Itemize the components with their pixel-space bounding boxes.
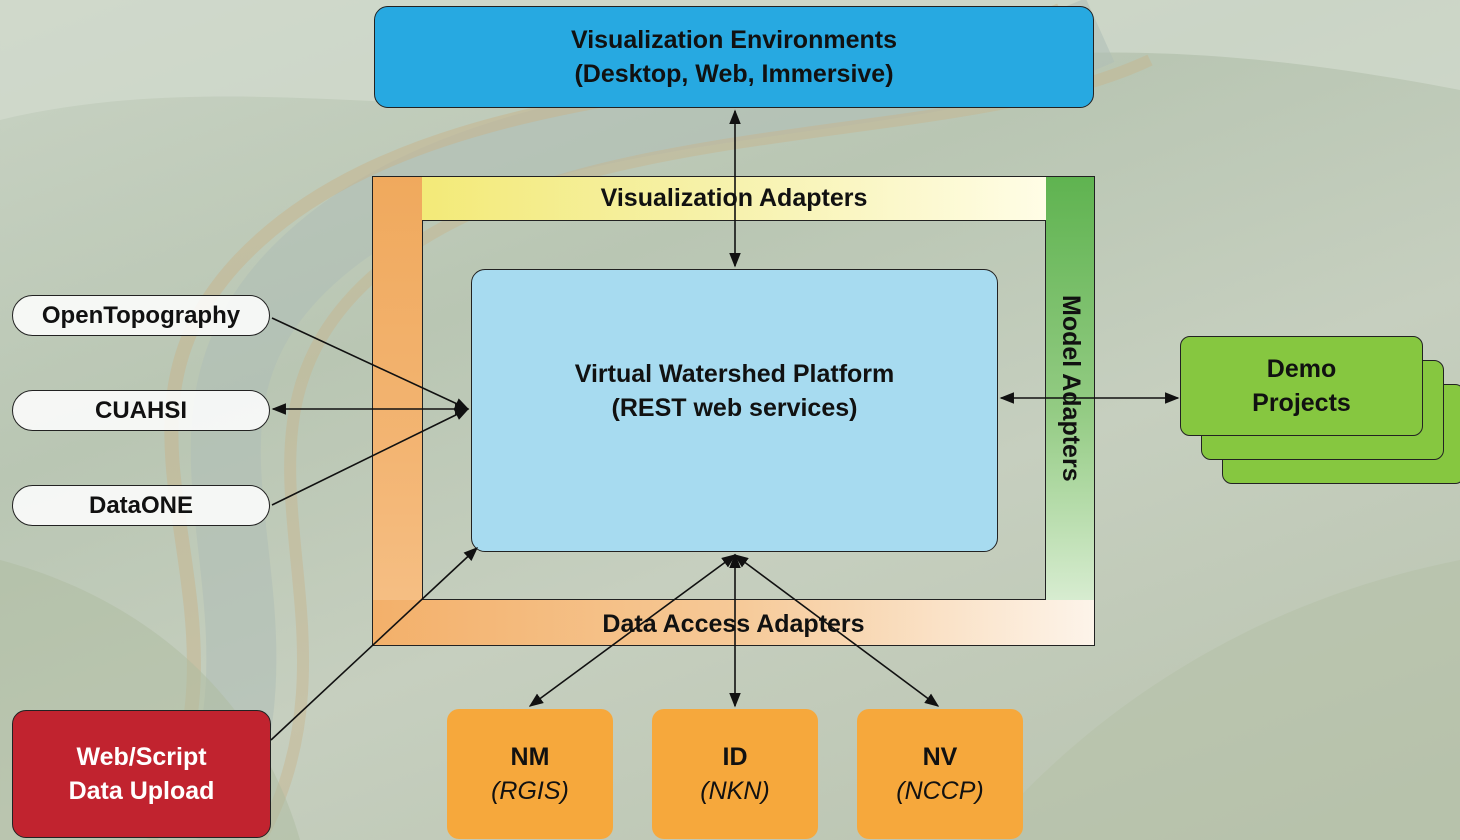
- state-system: (NKN): [700, 777, 770, 805]
- state-node-nm: NM (RGIS): [447, 709, 613, 839]
- platform-title: Virtual Watershed Platform: [574, 359, 895, 388]
- viz-env-title: Visualization Environments: [570, 26, 897, 54]
- visualization-environments-box: Visualization Environments (Desktop, Web…: [374, 6, 1094, 108]
- demo-line2: Projects: [1252, 389, 1351, 417]
- demo-line1: Demo: [1266, 355, 1337, 383]
- demo-projects-box: Demo Projects: [1180, 336, 1423, 436]
- source-dataone: DataONE: [12, 485, 270, 526]
- arrow-opentopography-platform: [271, 317, 470, 410]
- upload-line1: Web/Script: [76, 743, 207, 771]
- state-node-id: ID (NKN): [652, 709, 818, 839]
- arrow-platform-nv: [733, 554, 940, 707]
- state-node-nv: NV (NCCP): [857, 709, 1023, 839]
- state-code: ID: [722, 743, 748, 771]
- model-adapters-label: Model Adapters: [1057, 294, 1085, 482]
- arrow-upload-platform: [270, 547, 479, 741]
- source-label: DataONE: [88, 491, 194, 519]
- state-system: (NCCP): [896, 777, 984, 805]
- upload-line2: Data Upload: [68, 777, 215, 805]
- arrow-platform-nm: [528, 554, 737, 707]
- state-code: NM: [510, 743, 550, 771]
- model-adapters-bar: Model Adapters: [1046, 176, 1095, 600]
- state-code: NV: [922, 743, 958, 771]
- source-label: OpenTopography: [41, 301, 241, 329]
- platform-subtitle: (REST web services): [611, 393, 858, 422]
- viz-env-subtitle: (Desktop, Web, Immersive): [574, 60, 894, 88]
- source-label: CUAHSI: [94, 396, 187, 424]
- source-cuahsi: CUAHSI: [12, 390, 270, 431]
- web-script-data-upload-box: Web/Script Data Upload: [12, 710, 271, 838]
- source-opentopography: OpenTopography: [12, 295, 270, 336]
- arrow-dataone-platform: [271, 408, 470, 506]
- state-system: (RGIS): [491, 777, 569, 805]
- virtual-watershed-platform-box: Virtual Watershed Platform (REST web ser…: [471, 269, 998, 552]
